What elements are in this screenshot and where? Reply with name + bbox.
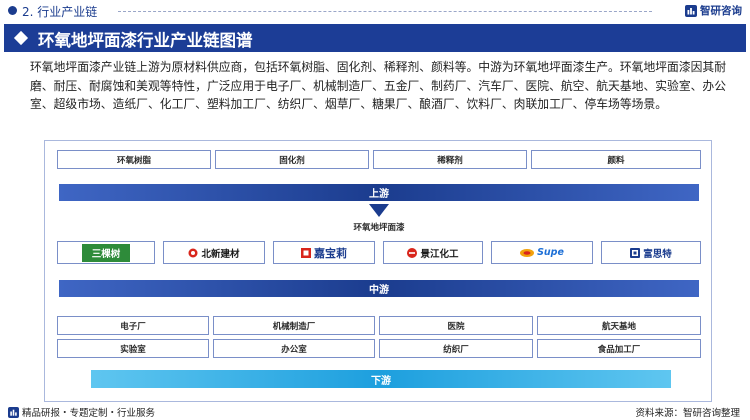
brand-icon — [685, 4, 697, 17]
downstream-item: 食品加工厂 — [537, 339, 701, 358]
company-logo-jiabaoli: 嘉宝莉 — [273, 241, 375, 264]
company-logo-bnbm: 北新建材 — [163, 241, 265, 264]
company-name: 北新建材 — [201, 248, 240, 260]
source-note: 资料来源：智研咨询整理 — [635, 408, 740, 419]
section-bullet-icon — [8, 6, 17, 15]
downstream-item: 电子厂 — [57, 316, 209, 335]
midstream-stage-bar: 中游 — [59, 280, 699, 297]
company-name: 富思特 — [643, 248, 672, 260]
footer-tagline-text: 精品研报・专题定制・行业服务 — [22, 408, 156, 419]
downstream-item: 实验室 — [57, 339, 209, 358]
company-logo-supe: Supe — [491, 241, 593, 264]
down-arrow-icon — [369, 204, 389, 217]
downstream-item: 航天基地 — [537, 316, 701, 335]
jingjiang-mark-icon — [407, 247, 418, 258]
bnbm-mark-icon — [188, 248, 198, 257]
footer-tagline: 精品研报・专题定制・行业服务 — [8, 405, 155, 419]
footer: 精品研报・专题定制・行业服务 资料来源：智研咨询整理 — [0, 403, 750, 420]
diamond-icon — [13, 30, 29, 46]
page-title-bar: 环氧地坪面漆行业产业链图谱 — [4, 24, 746, 52]
header-divider — [118, 11, 652, 12]
upstream-stage-bar: 上游 — [59, 184, 699, 201]
intro-paragraph: 环氧地坪面漆产业链上游为原材料供应商，包括环氧树脂、固化剂、稀释剂、颜料等。中游… — [30, 60, 727, 112]
upstream-item: 颜料 — [531, 150, 701, 169]
upstream-item: 固化剂 — [215, 150, 369, 169]
jiabaoli-mark-icon — [301, 247, 311, 258]
downstream-item: 医院 — [379, 316, 533, 335]
company-logo-jingjiang: 景江化工 — [383, 241, 483, 264]
midstream-product-label: 环氧地坪面漆 — [353, 223, 405, 233]
brand-logo: 智研咨询 — [685, 3, 742, 18]
company-name: 嘉宝莉 — [314, 246, 347, 260]
upstream-item: 稀释剂 — [373, 150, 527, 169]
upstream-item: 环氧树脂 — [57, 150, 211, 169]
company-logo-sankeshu: 三棵树 — [57, 241, 155, 264]
industry-chain-diagram: 环氧树脂 固化剂 稀释剂 颜料 上游 环氧地坪面漆 三棵树 北新建材 嘉宝莉 景… — [44, 140, 712, 402]
company-name: Supe — [537, 247, 564, 258]
section-title: 2. 行业产业链 — [22, 5, 98, 19]
company-name: 三棵树 — [81, 243, 131, 262]
downstream-item: 机械制造厂 — [213, 316, 375, 335]
top-header: 2. 行业产业链 智研咨询 — [0, 0, 750, 22]
brand-icon — [8, 406, 19, 418]
downstream-stage-bar: 下游 — [91, 370, 671, 388]
company-name: 景江化工 — [420, 248, 459, 260]
brand-name: 智研咨询 — [700, 5, 742, 17]
downstream-item: 办公室 — [213, 339, 375, 358]
company-logo-fusite: 富思特 — [601, 241, 701, 264]
downstream-item: 纺织厂 — [379, 339, 533, 358]
supe-mark-icon — [520, 248, 535, 257]
page-title: 环氧地坪面漆行业产业链图谱 — [38, 31, 253, 50]
fusite-mark-icon — [630, 247, 641, 258]
